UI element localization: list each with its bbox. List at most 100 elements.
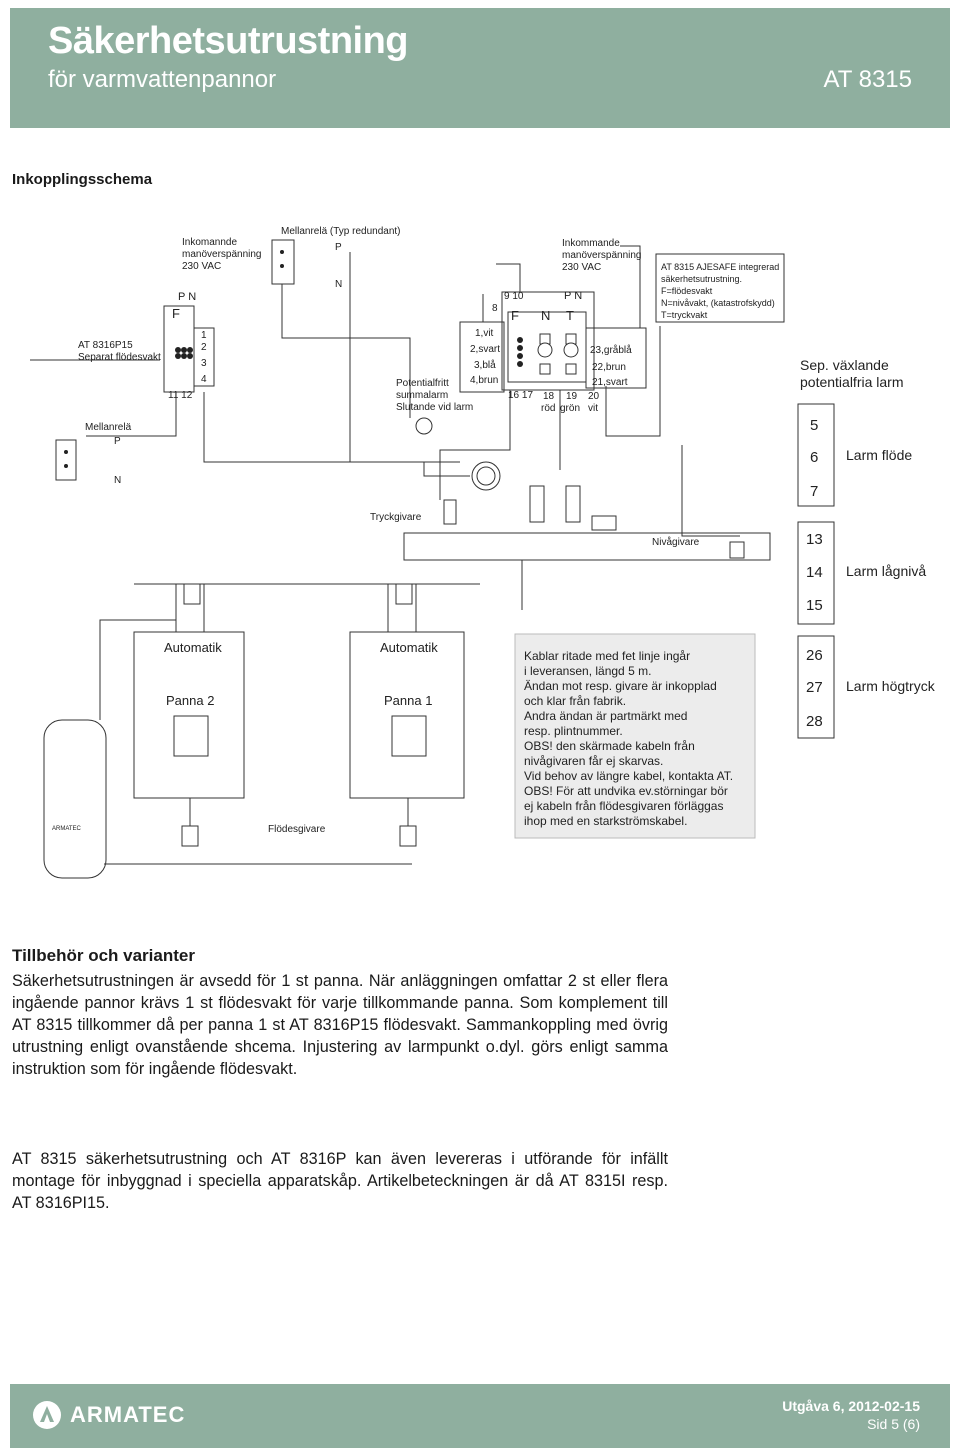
- relay-14: 14: [806, 564, 823, 581]
- note-line-2: i leveransen, längd 5 m.: [524, 664, 651, 678]
- relay-15: 15: [806, 597, 823, 614]
- label-mellanrela-n: N: [335, 279, 342, 290]
- label-term-rod: röd: [541, 403, 555, 414]
- label-term-20: 20: [588, 391, 600, 402]
- label-mellanrela-p: P: [335, 242, 342, 253]
- label-ajesafe-1: AT 8315 AJESAFE integrerad: [661, 262, 779, 272]
- label-nivagivare: Nivågivare: [652, 536, 700, 548]
- panna1-auto: Automatik: [380, 640, 438, 655]
- note-line-7: OBS! den skärmade kabeln från: [524, 739, 695, 753]
- label-larm-hogtryck: Larm högtryck: [846, 678, 936, 694]
- label-flodesgivare: Flödesgivare: [268, 824, 326, 835]
- label-wire-4: 4,brun: [470, 375, 498, 386]
- label-wire-3: 3,blå: [474, 359, 496, 371]
- label-inkommande-left-1: Inkomannde: [182, 237, 237, 248]
- label-ajesafe-3: F=flödesvakt: [661, 286, 713, 296]
- wiring-diagram: Mellanrelä (Typ redundant) P N Inkomannd…: [30, 226, 936, 879]
- footer-band: [10, 1384, 950, 1448]
- label-mellanrela2-p: P: [114, 436, 121, 447]
- label-ajesafe-2: säkerhetsutrustning.: [661, 274, 742, 284]
- armatec-logo-text: ARMATEC: [70, 1402, 186, 1427]
- tank-brand: ARMATEC: [52, 826, 82, 832]
- label-left-f: F: [172, 306, 180, 321]
- note-line-12: ihop med en starkströmskabel.: [524, 814, 687, 828]
- label-inkommande-left-2: manöverspänning: [182, 249, 262, 260]
- note-line-1: Kablar ritade med fet linje ingår: [524, 649, 690, 663]
- edition-date: Utgåva 6, 2012-02-15: [782, 1398, 920, 1414]
- header-band: [10, 8, 950, 128]
- note-box: [514, 633, 756, 839]
- relay-13: 13: [806, 531, 823, 548]
- product-code: AT 8315: [823, 66, 912, 93]
- label-left-term-4: 4: [201, 374, 207, 385]
- panna2-name: Panna 2: [166, 693, 214, 708]
- relay-28: 28: [806, 713, 823, 730]
- label-right-pn: P N: [564, 290, 582, 302]
- page-number: Sid 5 (6): [867, 1416, 920, 1432]
- label-left-bottom: 11 12: [168, 390, 193, 401]
- note-line-4: och klar från fabrik.: [524, 694, 626, 708]
- label-wire-21: 21,svart: [592, 377, 628, 388]
- label-wire-1: 1,vit: [475, 328, 494, 339]
- label-term-vit: vit: [588, 403, 598, 414]
- label-sep-vaxlande-1: Sep. växlande: [800, 357, 889, 373]
- label-right-f: F: [511, 308, 519, 323]
- panna2-auto: Automatik: [164, 640, 222, 655]
- note-line-8: nivågivaren får ej skarvas.: [524, 754, 663, 768]
- label-left-term-2: 2: [201, 342, 207, 353]
- label-right-n: N: [541, 308, 550, 323]
- label-potentialfritt-1: Potentialfritt: [396, 378, 449, 389]
- note-line-3: Ändan mot resp. givare är inkopplad: [524, 679, 717, 693]
- label-mellanrela2-n: N: [114, 475, 121, 486]
- label-left-term-3: 3: [201, 358, 207, 369]
- label-at8316-2: Separat flödesvakt: [78, 352, 161, 363]
- page-title: Säkerhetsutrustning: [48, 20, 409, 62]
- label-inkommande-right-1: Inkommande: [562, 238, 620, 249]
- label-wire-23: 23,gråblå: [590, 344, 632, 356]
- note-line-6: resp. plintnummer.: [524, 724, 623, 738]
- relay-27: 27: [806, 679, 823, 696]
- relay-26: 26: [806, 647, 823, 664]
- label-term-gron: grön: [560, 403, 580, 414]
- label-left-pn: P N: [178, 291, 196, 303]
- label-wire-2: 2,svart: [470, 344, 500, 355]
- label-mellanrela2: Mellanrelä: [85, 422, 132, 433]
- label-term-18: 18: [543, 391, 555, 402]
- label-term-16-17: 16 17: [508, 390, 533, 401]
- label-left-term-1: 1: [201, 330, 207, 341]
- label-ajesafe-5: T=tryckvakt: [661, 310, 708, 320]
- note-line-9: Vid behov av längre kabel, kontakta AT.: [524, 769, 733, 783]
- accessories-paragraph-1: Säkerhetsutrustningen är avsedd för 1 st…: [12, 972, 668, 1078]
- label-at8316-1: AT 8316P15: [78, 340, 133, 351]
- accessories-paragraph-2: AT 8315 säkerhetsutrustning och AT 8316P…: [12, 1150, 668, 1212]
- label-inkommande-right-2: manöverspänning: [562, 250, 642, 261]
- label-term-9-10: 9 10: [504, 291, 524, 302]
- accessories-title: Tillbehör och varianter: [12, 946, 195, 965]
- label-tryckgivare: Tryckgivare: [370, 512, 422, 523]
- armatec-logo-icon: [33, 1401, 61, 1429]
- note-line-10: OBS! För att undvika ev.störningar bör: [524, 784, 728, 798]
- label-inkommande-right-3: 230 VAC: [562, 262, 601, 273]
- label-wire-22: 22,brun: [592, 362, 626, 373]
- label-larm-lagniva: Larm lågnivå: [846, 563, 926, 579]
- page-subtitle: för varmvattenpannor: [48, 66, 277, 93]
- label-inkommande-left-3: 230 VAC: [182, 261, 221, 272]
- panna1-name: Panna 1: [384, 693, 432, 708]
- label-term-19: 19: [566, 391, 578, 402]
- label-sep-vaxlande-2: potentialfria larm: [800, 374, 904, 390]
- label-potentialfritt-2: summalarm: [396, 390, 448, 401]
- note-line-11: ej kabeln från flödesgivaren förläggas: [524, 799, 723, 813]
- relay-6: 6: [810, 449, 818, 466]
- label-potentialfritt-3: Slutande vid larm: [396, 402, 473, 413]
- note-line-5: Andra ändan är partmärkt med: [524, 709, 687, 723]
- relay-5: 5: [810, 417, 818, 434]
- label-mellanrela-typ: Mellanrelä (Typ redundant): [281, 226, 401, 237]
- label-ajesafe-4: N=nivåvakt, (katastrofskydd): [661, 298, 775, 308]
- label-term-8: 8: [492, 303, 498, 314]
- relay-7: 7: [810, 483, 818, 500]
- label-larm-flode: Larm flöde: [846, 447, 912, 463]
- page-footer: ARMATEC Utgåva 6, 2012-02-15 Sid 5 (6): [0, 1384, 960, 1454]
- section-title: Inkopplingsschema: [12, 171, 153, 188]
- label-right-t: T: [566, 308, 574, 323]
- page-header: Säkerhetsutrustning för varmvattenpannor…: [0, 0, 960, 130]
